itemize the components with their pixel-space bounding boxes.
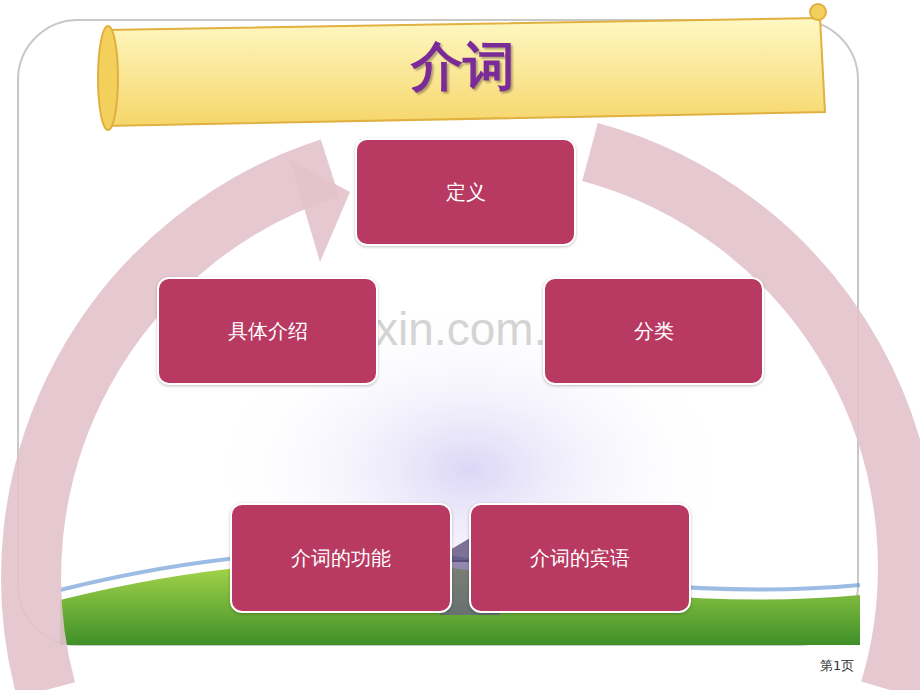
box-label: 分类 <box>634 318 674 345</box>
scroll-curl <box>98 26 118 130</box>
cycle-box: 介词的功能 <box>230 503 452 613</box>
cycle-box: 具体介绍 <box>157 277 378 385</box>
cycle-box: 分类 <box>543 277 764 385</box>
box-label: 具体介绍 <box>228 318 308 345</box>
page-number: 第1页 <box>820 657 854 675</box>
box-label: 介词的宾语 <box>530 545 630 572</box>
box-label: 介词的功能 <box>291 545 391 572</box>
scroll-curl <box>810 4 826 20</box>
diagram-title: 介词 <box>100 22 825 112</box>
box-label: 定义 <box>446 179 486 206</box>
cycle-box: 定义 <box>355 138 576 246</box>
cycle-arrowhead <box>290 160 350 262</box>
cycle-box: 介词的宾语 <box>469 503 691 613</box>
